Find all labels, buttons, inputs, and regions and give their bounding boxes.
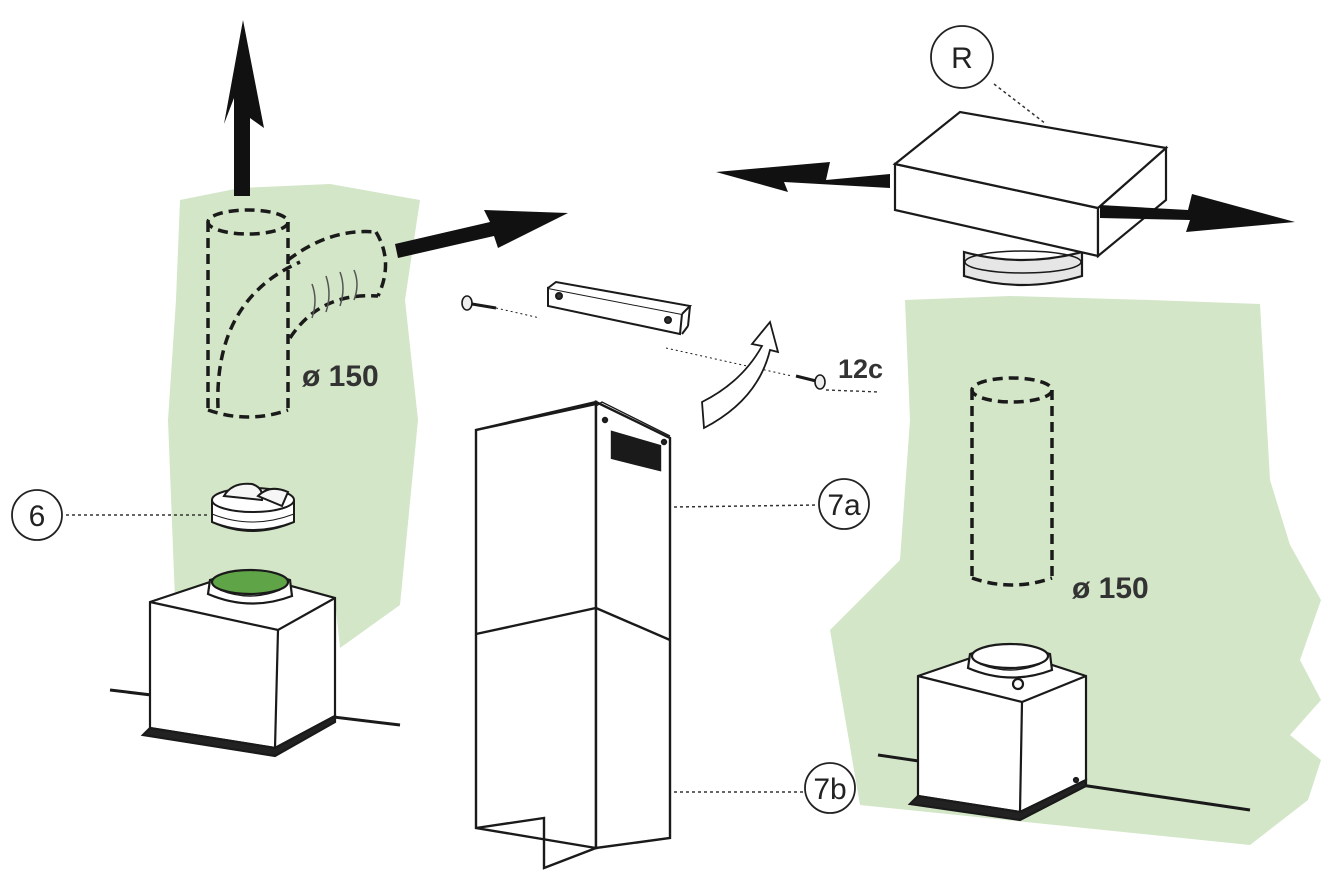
upper-chimney-callout: 7a [827,489,861,522]
recirculation-callout-circle [930,25,994,89]
duct-ribs [311,269,358,319]
up-arrow [224,20,264,196]
duct-diameter-right: ø 150 [1072,572,1149,605]
rotate-arrow [701,320,780,430]
left-arrow-right-scene [716,162,890,192]
right-arrow-right-scene [1100,194,1295,232]
recirculation-callout: R [951,42,973,75]
screw-left [461,295,541,319]
chimney-bracket [547,280,693,336]
recirculation-leader [993,83,1047,125]
lower-chimney-callout-circle [804,762,856,814]
upper-chimney-leader [673,504,819,508]
damper-callout: 6 [29,500,46,533]
damper-callout-circle [11,489,63,541]
duct-diameter-left: ø 150 [302,360,379,393]
hood-body-right [877,642,1251,822]
recirculation-box [892,110,1169,287]
damper-ring [211,482,295,532]
lower-chimney-callout: 7b [813,773,846,806]
screw-right [665,347,826,390]
left-scene: ø 150 6 [11,20,568,758]
right-scene: R ø 150 [716,25,1321,845]
hood-body-left [109,568,401,758]
chimney [474,400,672,870]
straight-duct [970,376,1054,587]
right-arrow-left-scene [395,210,568,258]
middle-scene: 12c 7a 7b [461,280,883,870]
upper-chimney-callout-circle [818,478,870,530]
elbow-duct [206,208,388,419]
left-wall-area [168,184,420,648]
screw-leader [825,389,881,393]
bracket-screw-callout: 12c [838,354,883,384]
